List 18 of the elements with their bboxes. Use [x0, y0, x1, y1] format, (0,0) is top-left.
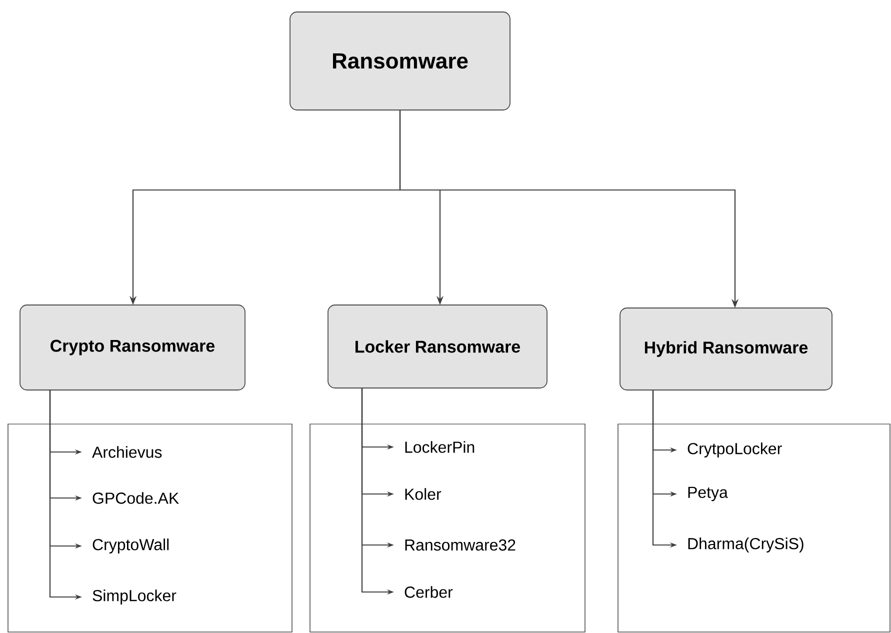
leaf-label: Cerber [404, 586, 453, 598]
leaf-label: CryptoWall [92, 538, 169, 554]
category-box: Locker Ransomware [328, 304, 548, 388]
leaf-label: Koler [405, 488, 442, 500]
leaf-label: Dharma(CrySiS) [688, 538, 804, 552]
leaf-label: LockerPin [405, 441, 474, 453]
leaf-label: SimpLocker [92, 590, 176, 604]
leaf-label: Petya [688, 486, 728, 502]
root-box: Ransomware [290, 12, 510, 110]
leaf-label: GPCode.AK [92, 492, 179, 504]
category-box: Hybrid Ransomware [620, 308, 832, 390]
group-frame [618, 424, 890, 632]
leaf-label: CrytpoLocker [688, 442, 782, 458]
group-frame [310, 424, 586, 632]
leaf-label: Archievus [92, 446, 162, 458]
group-frame [8, 424, 292, 632]
leaf-label: Ransomware32 [405, 539, 516, 551]
category-box: Crypto Ransomware [20, 304, 246, 390]
